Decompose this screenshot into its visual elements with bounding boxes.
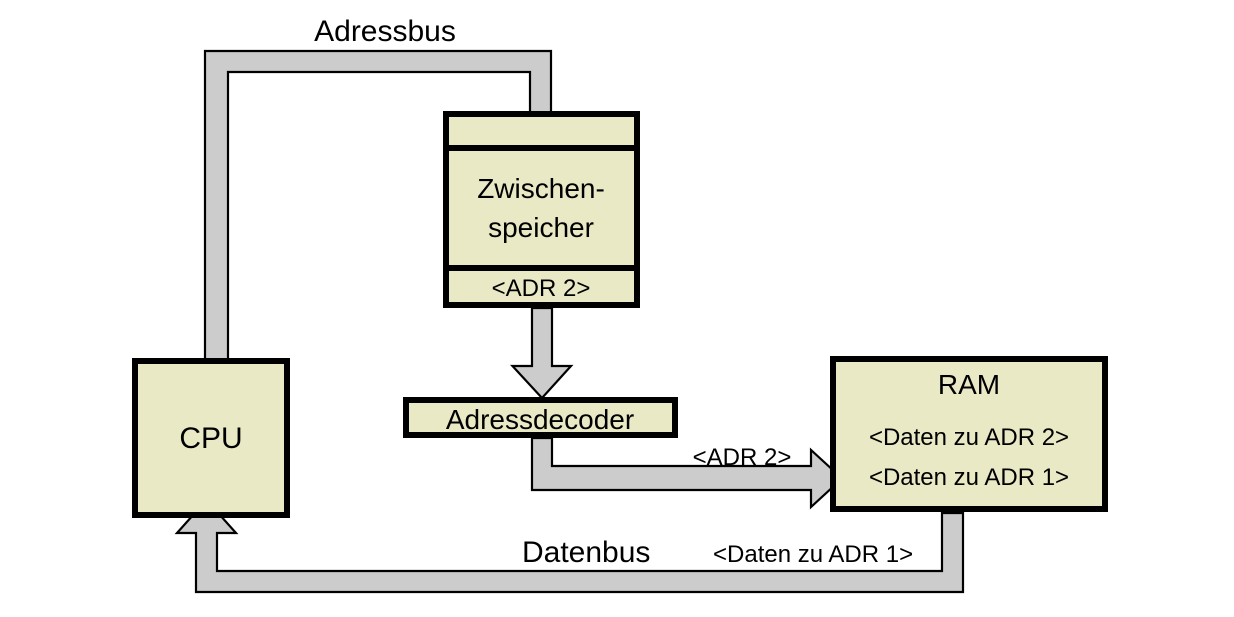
adressdecoder-label: Adressdecoder (446, 404, 634, 435)
ram-row-0: <Daten zu ADR 2> (869, 424, 1069, 451)
data-bus-payload-label: <Daten zu ADR 1> (713, 541, 913, 568)
data-bus-label: Datenbus (522, 536, 650, 569)
zwischenspeicher-register-value: <ADR 2> (492, 275, 591, 302)
adressdecoder-to-ram-connector[interactable] (530, 436, 844, 510)
cpu-node[interactable]: CPU (132, 358, 290, 518)
zwischenspeicher-to-adressdecoder-connector[interactable] (509, 306, 574, 400)
zwischenspeicher-node[interactable]: Zwischen- speicher <ADR 2> (443, 111, 640, 308)
cpu-label: CPU (179, 422, 242, 455)
address-bus-label: Adressbus (314, 15, 456, 48)
ram-label: RAM (938, 369, 1000, 400)
adressdecoder-node[interactable]: Adressdecoder (403, 397, 678, 438)
zwischenspeicher-label-line2: speicher (488, 212, 594, 243)
adressdecoder-to-ram-label: <ADR 2> (693, 444, 792, 471)
ram-node[interactable]: RAM <Daten zu ADR 2> <Daten zu ADR 1> (830, 356, 1108, 512)
ram-row-1: <Daten zu ADR 1> (869, 464, 1069, 491)
zwischenspeicher-label-line1: Zwischen- (477, 173, 605, 204)
